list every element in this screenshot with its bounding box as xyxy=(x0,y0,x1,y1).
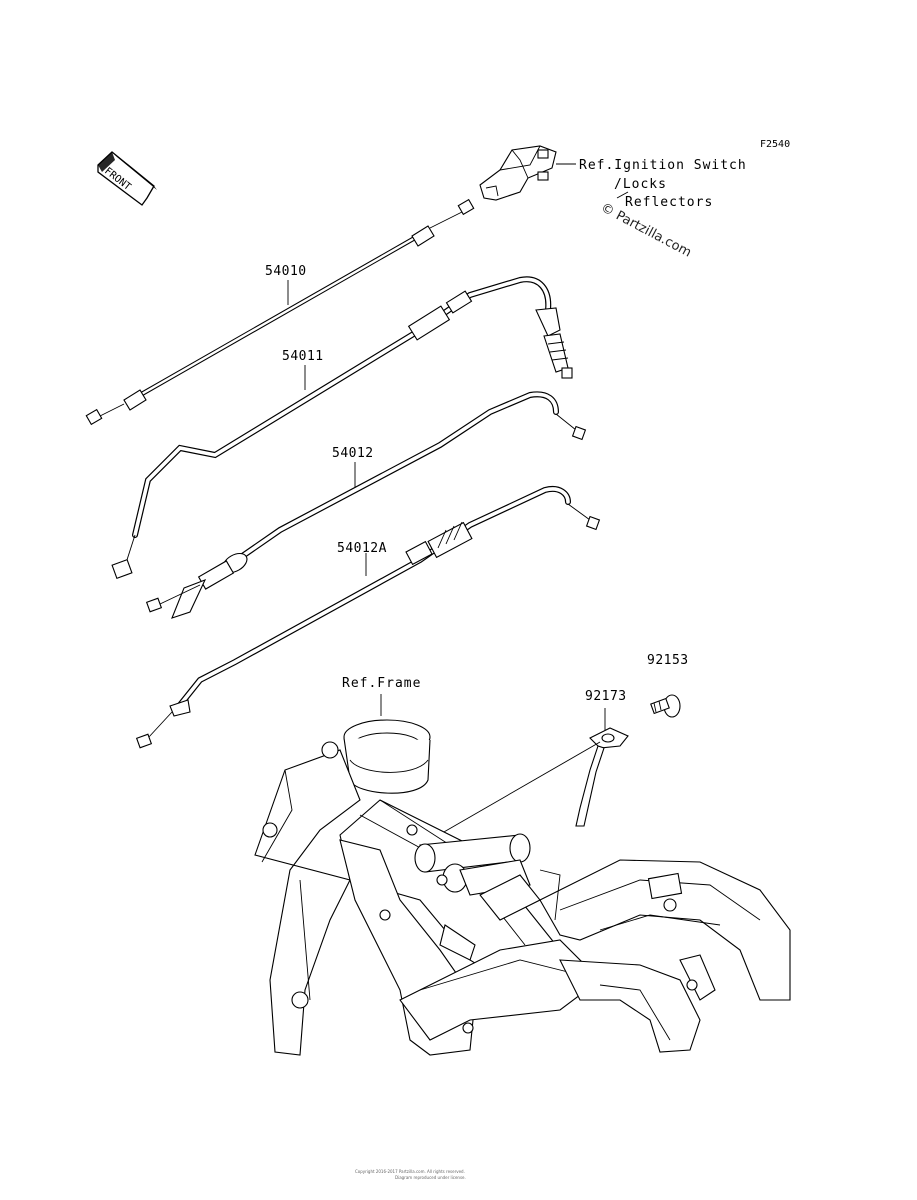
reflectors-leader xyxy=(616,191,629,199)
ref-reflectors: Reflectors xyxy=(625,195,713,210)
cable-54010 xyxy=(85,198,475,426)
part-54010: 54010 xyxy=(265,264,307,279)
ignition-switch-bracket xyxy=(479,145,557,201)
clamp-92173 xyxy=(575,727,629,827)
part-92173: 92173 xyxy=(585,689,627,704)
bolt-92153 xyxy=(650,694,681,718)
part-92153: 92153 xyxy=(647,653,689,668)
figure-code: F2540 xyxy=(760,139,790,150)
cable-54012 xyxy=(145,391,587,619)
ref-locks: /Locks xyxy=(614,177,667,192)
clamp-leader xyxy=(429,741,601,841)
ref-frame: Ref.Frame xyxy=(342,676,421,691)
part-54011: 54011 xyxy=(282,349,324,364)
part-54012: 54012 xyxy=(332,446,374,461)
footer-line-1: Copyright 2016-2017 Partzilla.com. All r… xyxy=(355,1169,465,1174)
cable-54012A xyxy=(135,486,601,749)
footer-line-2: Diagram reproduced under license. xyxy=(395,1175,466,1180)
motorcycle-frame xyxy=(254,719,791,1056)
cable-54011 xyxy=(111,276,573,580)
front-arrow-icon: FRONT xyxy=(97,151,157,206)
part-54012A: 54012A xyxy=(337,541,387,556)
ref-ignition-switch: Ref.Ignition Switch xyxy=(579,158,747,173)
